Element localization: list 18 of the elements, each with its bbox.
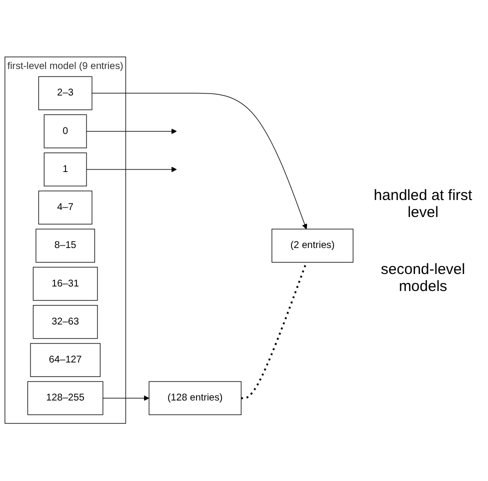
node-box: 4–7 xyxy=(38,191,92,225)
connector xyxy=(241,262,308,400)
node-box: (128 entries) xyxy=(148,382,242,416)
node-box: 16–31 xyxy=(32,267,98,302)
node-box: (2 entries) xyxy=(272,229,354,263)
node-box: 8–15 xyxy=(36,229,96,263)
node-box: 2–3 xyxy=(38,76,92,110)
note-text: second-level models xyxy=(380,260,466,294)
node-box: 32–63 xyxy=(32,305,98,340)
arrow xyxy=(102,396,150,402)
node-box: 128–255 xyxy=(27,382,104,416)
node-box: 0 xyxy=(44,114,87,149)
note-text: handled at first level xyxy=(372,186,474,220)
node-box: 64–127 xyxy=(30,343,100,378)
arrow xyxy=(86,167,177,172)
arrow xyxy=(86,128,177,134)
arrow xyxy=(92,93,308,230)
node-box: 1 xyxy=(44,152,87,187)
